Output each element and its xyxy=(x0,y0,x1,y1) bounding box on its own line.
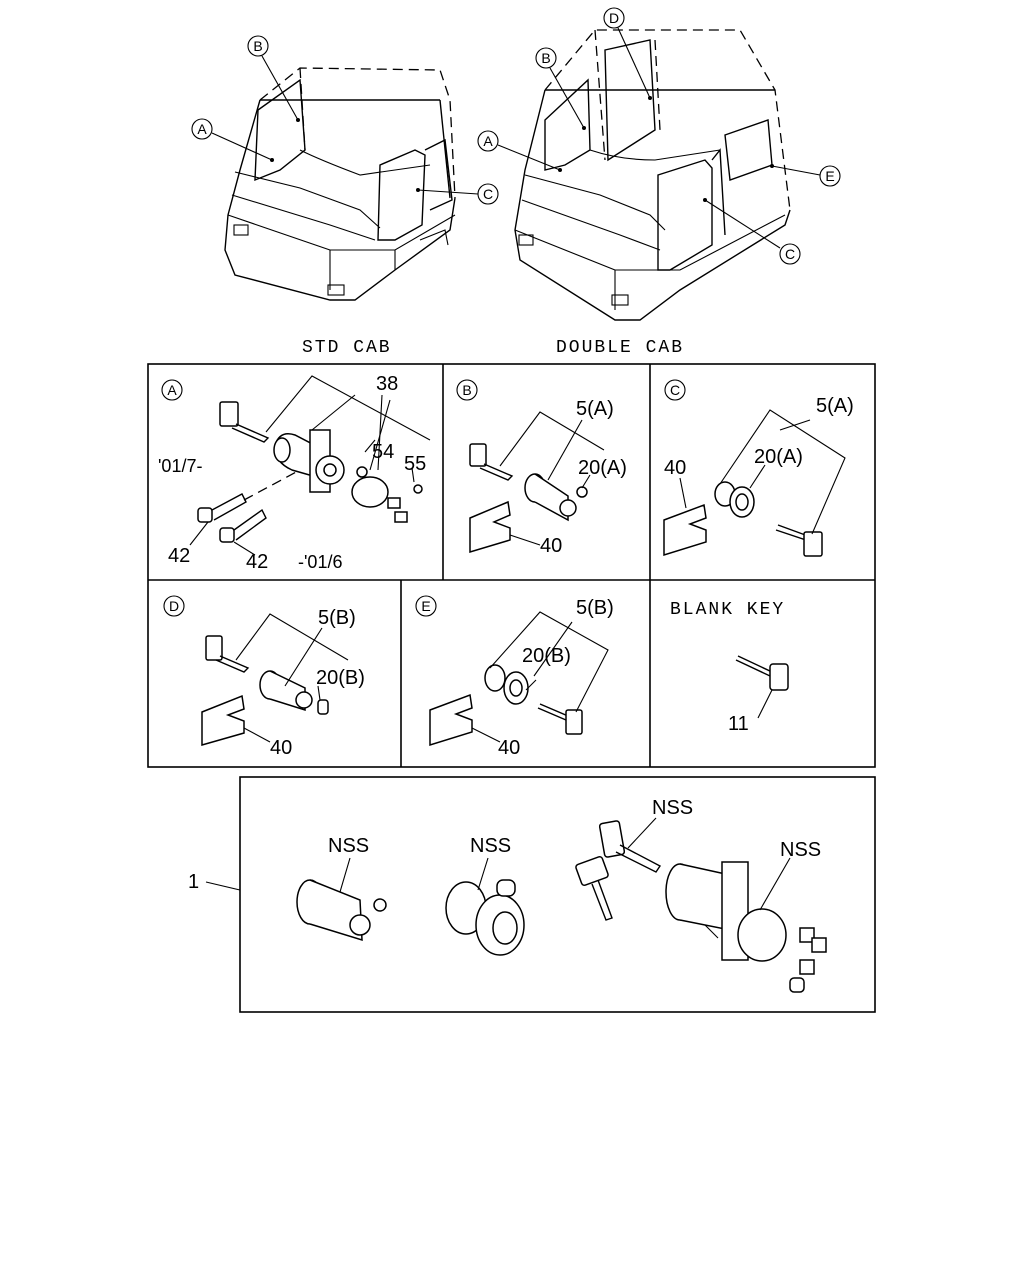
blank-key-icon xyxy=(735,655,789,691)
door-lock-cylinder-icon xyxy=(259,670,329,715)
kit-nss-3: NSS xyxy=(652,797,693,819)
kit-door-lock-icon xyxy=(296,879,387,942)
blank-key-part-11: 11 xyxy=(728,713,749,735)
panel-c: C 5(A) 20(A) 40 xyxy=(663,379,854,557)
panel-a-part-42a: 42 xyxy=(168,545,190,567)
panel-b-tag: B xyxy=(462,382,471,398)
std-callout-b: B xyxy=(247,35,299,121)
kit-ignition-switch-icon xyxy=(665,861,827,993)
panel-a-part-55: 55 xyxy=(404,453,426,475)
clip-icon xyxy=(429,693,473,747)
panel-d-part-5: 5(B) xyxy=(318,607,356,629)
double-callout-d: D xyxy=(603,7,651,99)
panel-e-part-40: 40 xyxy=(498,737,520,759)
panel-c-tag: C xyxy=(670,382,680,398)
double-callout-c-label: C xyxy=(785,246,795,262)
double-callout-e-label: E xyxy=(825,168,834,184)
panel-c-part-5: 5(A) xyxy=(816,395,854,417)
kit-lock-cylinder-icon xyxy=(445,879,525,956)
switch-icon xyxy=(351,476,408,523)
clip-icon xyxy=(201,694,245,746)
kit-box: 1 NSS NSS NSS xyxy=(188,776,876,1013)
kit-nss-4: NSS xyxy=(780,839,821,861)
door-lock-cylinder-icon xyxy=(484,664,529,705)
panel-e-part-20: 20(B) xyxy=(522,645,571,667)
panel-e-tag: E xyxy=(421,598,430,614)
door-lock-cylinder-icon xyxy=(714,481,755,518)
double-callout-a-label: A xyxy=(483,133,493,149)
panel-b-part-20: 20(A) xyxy=(578,457,627,479)
panel-c-part-20: 20(A) xyxy=(754,446,803,468)
std-callout-a-label: A xyxy=(197,121,207,137)
panel-a-part-42b: 42 xyxy=(246,551,268,573)
panel-d-part-40: 40 xyxy=(270,737,292,759)
key-icon xyxy=(205,635,250,673)
panel-e: E 5(B) 20(B) 40 xyxy=(415,595,614,759)
kit-nss-1: NSS xyxy=(328,835,369,857)
panel-a-tag: A xyxy=(167,382,177,398)
panel-c-part-40: 40 xyxy=(664,457,686,479)
panel-d: D 5(B) 20(B) 40 xyxy=(163,595,365,759)
clip-icon xyxy=(469,500,511,554)
double-callout-b-label: B xyxy=(541,50,550,66)
panel-a-part-54: 54 xyxy=(372,441,394,463)
blank-key-title: BLANK KEY xyxy=(670,600,785,620)
kit-keys-icon xyxy=(575,820,662,921)
panel-a: A xyxy=(158,373,431,573)
std-callout-a: A xyxy=(191,118,273,161)
panel-b-part-5: 5(A) xyxy=(576,398,614,420)
key-icon xyxy=(469,443,514,481)
bolt-icon xyxy=(197,493,267,543)
key-icon xyxy=(219,401,270,443)
key-icon xyxy=(775,524,823,557)
std-cab-label: STD CAB xyxy=(302,338,392,358)
panel-a-date-to: -'01/6 xyxy=(298,552,342,572)
double-callout-a: A xyxy=(477,130,561,171)
double-callout-e: E xyxy=(771,165,841,187)
std-callout-b-label: B xyxy=(253,38,262,54)
panel-a-part-38: 38 xyxy=(376,373,398,395)
double-callout-d-label: D xyxy=(609,10,619,26)
door-lock-cylinder-icon xyxy=(524,473,588,522)
ignition-lock-icon xyxy=(273,429,345,493)
panel-a-date-from: '01/7- xyxy=(158,456,202,476)
kit-nss-2: NSS xyxy=(470,835,511,857)
panel-b-part-40: 40 xyxy=(540,535,562,557)
double-callout-b: B xyxy=(535,47,585,129)
panel-blank-key: BLANK KEY 11 xyxy=(670,600,789,735)
clip-icon xyxy=(663,503,707,557)
parts-grid xyxy=(147,363,876,768)
std-callout-c: C xyxy=(417,183,499,205)
double-cab-illustration xyxy=(514,29,791,321)
key-icon xyxy=(537,703,583,735)
kit-ref-number: 1 xyxy=(188,871,199,893)
panel-d-tag: D xyxy=(169,598,179,614)
double-cab-label: DOUBLE CAB xyxy=(556,338,684,358)
panel-d-part-20: 20(B) xyxy=(316,667,365,689)
panel-b: B 5(A) 20(A) 40 xyxy=(456,379,627,557)
std-callout-c-label: C xyxy=(483,186,493,202)
panel-e-part-5: 5(B) xyxy=(576,597,614,619)
std-cab-illustration xyxy=(224,67,456,301)
double-callout-c: C xyxy=(704,199,801,265)
